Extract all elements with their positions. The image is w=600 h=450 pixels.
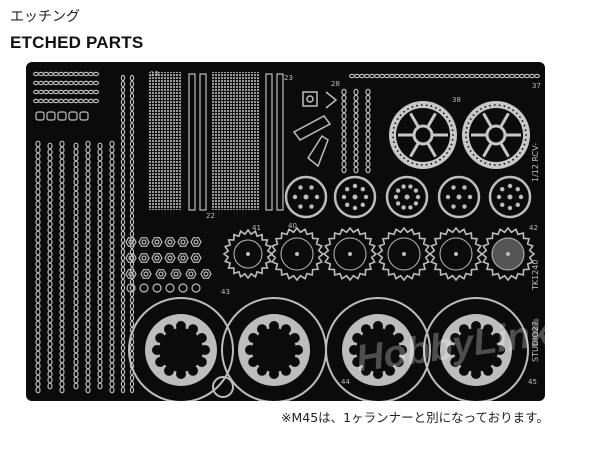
title-english: ETCHED PARTS	[10, 33, 144, 52]
round-plates-row	[284, 175, 532, 219]
part-number-labels: 19 22 23 28 37 38 40 41 42 43 44 45	[150, 70, 541, 386]
chain-columns-left	[35, 74, 135, 394]
chain-strips-top-left	[32, 71, 99, 121]
part-number: 41	[252, 224, 261, 232]
part-number: 44	[341, 378, 350, 386]
small-ring	[212, 376, 234, 398]
side-labels: 1/12 RCV- TK1240 STUDIO27	[531, 143, 540, 362]
part-number: 43	[221, 288, 230, 296]
footer-note: ※M45は、1ヶランナーと別になっております。	[281, 410, 549, 425]
mesh-strip-3	[265, 73, 273, 211]
small-chain-vertical	[341, 88, 371, 174]
part-number: 28	[331, 80, 340, 88]
part-number: 37	[532, 82, 541, 90]
hex-nuts	[125, 237, 212, 293]
kit-label: 1/12 RCV-	[531, 143, 540, 182]
mesh-panel-left	[148, 72, 182, 210]
mesh-strip-4	[276, 73, 284, 211]
part-number: 22	[206, 212, 215, 220]
mesh-panel-middle	[212, 72, 260, 210]
brake-disc-front-left	[389, 101, 457, 169]
product-code: TK1240	[531, 260, 540, 292]
part-number: 23	[284, 74, 293, 82]
clutch-plates	[128, 297, 529, 401]
part-number: 38	[452, 96, 461, 104]
brackets	[292, 91, 338, 168]
part-number: 45	[528, 378, 537, 386]
title-japanese: エッチング	[10, 9, 80, 25]
brand-label: STUDIO27	[531, 321, 540, 362]
mesh-strip-1	[188, 73, 196, 211]
sprocket-row	[222, 226, 536, 282]
chain-strip-top-right	[349, 73, 541, 79]
mesh-strip-2	[199, 73, 207, 211]
part-number: 40	[288, 222, 297, 230]
part-number: 42	[529, 224, 538, 232]
brake-disc-front-right	[462, 101, 530, 169]
part-number: 19	[150, 70, 159, 78]
etched-parts-sheet: 19 22 23 28 37 38 40 41 42 43 44 45 1/12…	[26, 62, 545, 401]
